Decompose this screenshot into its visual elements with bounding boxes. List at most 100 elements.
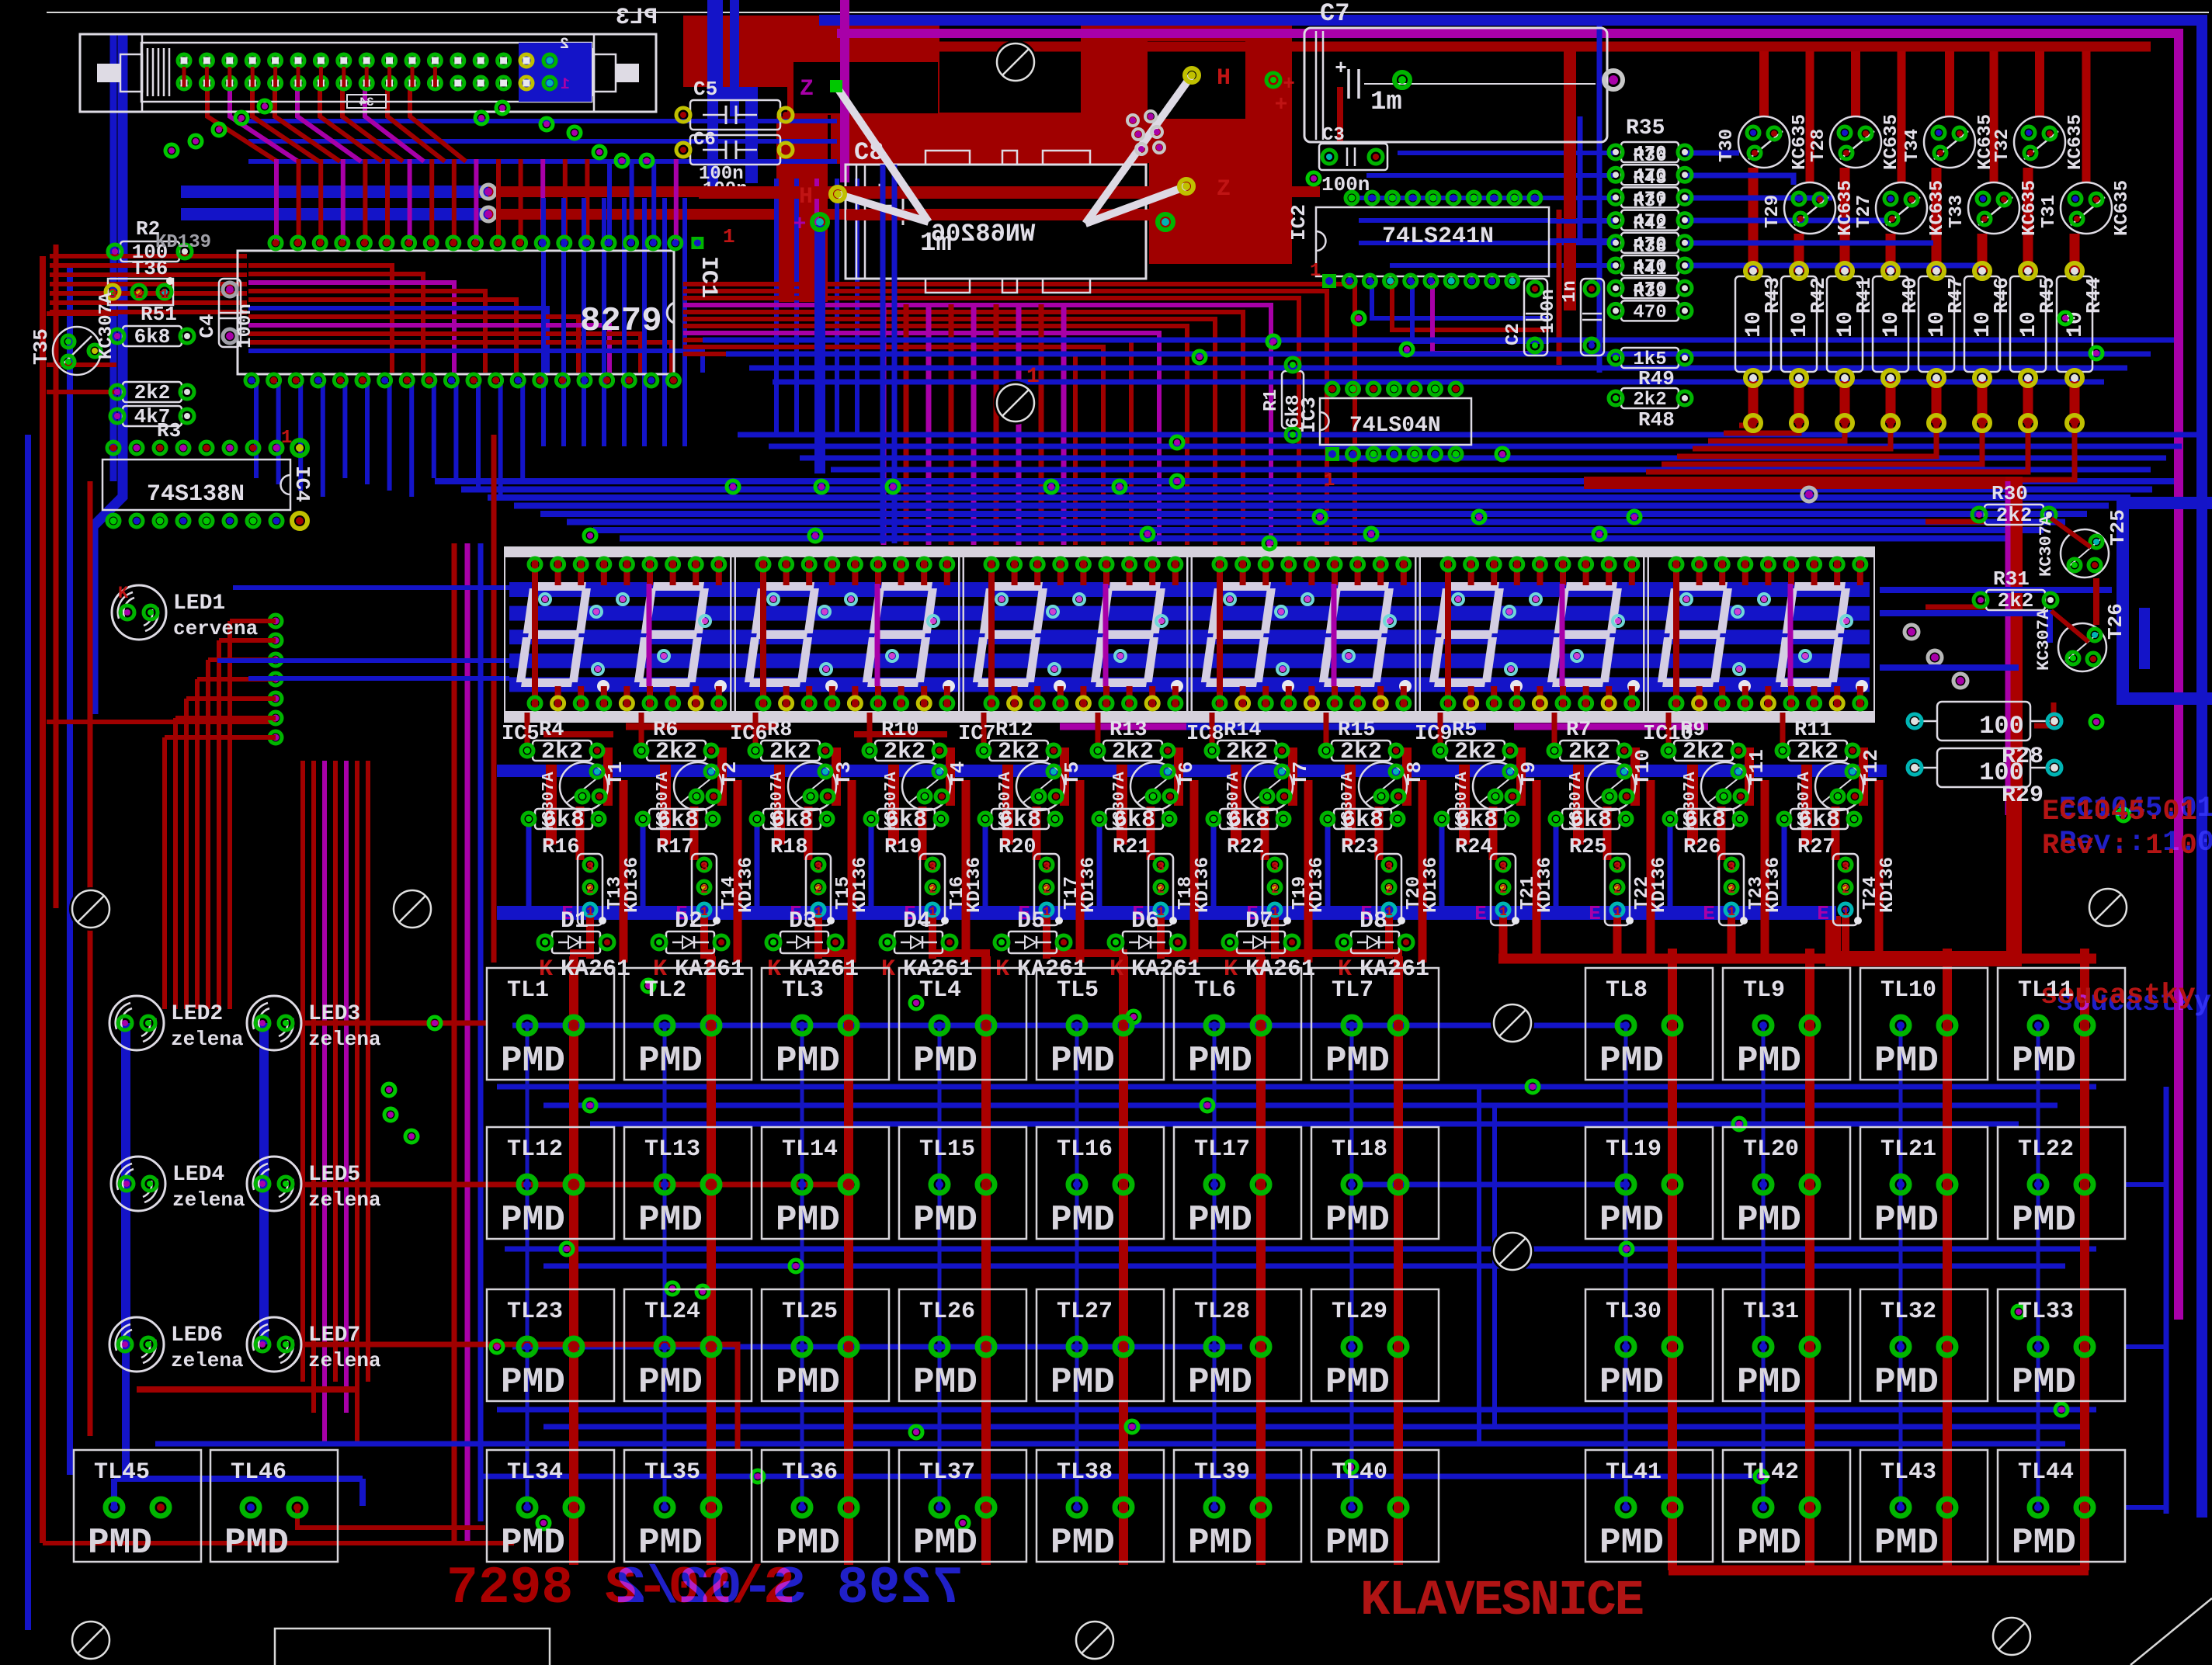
svg-text:KA261: KA261 xyxy=(1359,956,1429,983)
svg-text:T17: T17 xyxy=(1061,876,1082,910)
svg-text:T34: T34 xyxy=(1902,129,1923,162)
svg-text:2: 2 xyxy=(1043,883,1050,897)
svg-text:2: 2 xyxy=(1157,883,1165,897)
svg-text:PMD: PMD xyxy=(638,1362,703,1403)
svg-text:TL2: TL2 xyxy=(644,977,686,1004)
svg-text:3: 3 xyxy=(1728,860,1735,874)
svg-text:KD136: KD136 xyxy=(1078,857,1099,913)
svg-text:1: 1 xyxy=(1613,905,1621,919)
svg-text:6k8: 6k8 xyxy=(771,807,813,834)
svg-text:6k8: 6k8 xyxy=(134,325,171,349)
svg-text:PMD: PMD xyxy=(501,1200,565,1240)
svg-text:1: 1 xyxy=(700,905,708,919)
svg-text:2k2: 2k2 xyxy=(1682,739,1724,765)
svg-text:R13: R13 xyxy=(1109,719,1148,742)
svg-text:cervena: cervena xyxy=(173,617,258,640)
svg-text:LED2: LED2 xyxy=(171,1002,223,1026)
svg-text:PMD: PMD xyxy=(638,1523,703,1563)
svg-text:KD136: KD136 xyxy=(1649,857,1670,913)
svg-text:2k2: 2k2 xyxy=(1797,739,1839,765)
svg-text:T23: T23 xyxy=(1746,876,1767,910)
svg-text:PMD: PMD xyxy=(1188,1200,1252,1240)
svg-text:R11: R11 xyxy=(1794,719,1832,742)
svg-text:PMD: PMD xyxy=(913,1200,978,1240)
svg-text:R18: R18 xyxy=(770,836,808,859)
svg-text:KC307A: KC307A xyxy=(997,772,1015,831)
svg-text:2: 2 xyxy=(1385,883,1393,897)
svg-text:2k2: 2k2 xyxy=(1998,589,2034,612)
svg-text:PMD: PMD xyxy=(1737,1041,1801,1081)
svg-text:KC307A: KC307A xyxy=(1453,772,1471,831)
svg-text:3: 3 xyxy=(700,860,708,874)
svg-text:KC635: KC635 xyxy=(1927,180,1948,236)
svg-text:R3: R3 xyxy=(157,419,181,442)
svg-text:1: 1 xyxy=(1385,905,1393,919)
svg-text:TL38: TL38 xyxy=(1057,1459,1113,1486)
svg-text:TL10: TL10 xyxy=(1880,977,1936,1004)
svg-text:TL46: TL46 xyxy=(231,1459,286,1486)
svg-text:C5: C5 xyxy=(693,78,717,101)
svg-text:1: 1 xyxy=(929,905,936,919)
svg-text:100n: 100n xyxy=(235,304,256,349)
svg-text:+: + xyxy=(1283,72,1295,95)
svg-text:74LS241N: 74LS241N xyxy=(1382,224,1494,250)
svg-text:KA261: KA261 xyxy=(1245,956,1315,983)
svg-text:T36: T36 xyxy=(132,257,168,280)
svg-text:470: 470 xyxy=(1633,166,1666,187)
svg-text:KC635: KC635 xyxy=(2065,114,2086,170)
svg-text:TL7: TL7 xyxy=(1332,977,1373,1004)
svg-text:PMD: PMD xyxy=(1599,1200,1664,1240)
svg-text:IC7: IC7 xyxy=(958,723,996,746)
svg-text:R37: R37 xyxy=(1633,191,1666,212)
svg-text:LED4: LED4 xyxy=(172,1163,224,1187)
svg-text:TL28: TL28 xyxy=(1194,1299,1250,1325)
svg-text:KD136: KD136 xyxy=(850,857,871,913)
svg-text:TL20: TL20 xyxy=(1743,1136,1799,1163)
svg-text:E: E xyxy=(1817,902,1829,925)
svg-text:soucastky: soucastky xyxy=(2056,987,2211,1019)
svg-text:TL17: TL17 xyxy=(1194,1136,1250,1163)
svg-text:PMD: PMD xyxy=(776,1041,840,1081)
svg-text:PMD: PMD xyxy=(1874,1362,1939,1403)
svg-text:T9: T9 xyxy=(1517,761,1540,786)
svg-text:2: 2 xyxy=(929,883,936,897)
svg-text:TL30: TL30 xyxy=(1606,1299,1662,1325)
svg-text:TL1: TL1 xyxy=(507,977,549,1004)
svg-text:6k8: 6k8 xyxy=(543,807,585,834)
svg-text:KD139: KD139 xyxy=(155,232,211,253)
svg-text:E: E xyxy=(1474,902,1487,925)
svg-text:PMD: PMD xyxy=(776,1362,840,1403)
svg-text:KA261: KA261 xyxy=(1131,956,1201,983)
svg-text:10: 10 xyxy=(1971,311,1995,338)
svg-text:10: 10 xyxy=(1742,311,1766,338)
svg-text:PMD: PMD xyxy=(776,1200,840,1240)
svg-text:H: H xyxy=(799,184,813,210)
svg-text:1: 1 xyxy=(1157,905,1165,919)
svg-text:PMD: PMD xyxy=(1737,1362,1801,1403)
svg-text:KD136: KD136 xyxy=(622,857,643,913)
svg-text:T21: T21 xyxy=(1518,876,1539,910)
svg-text:R10: R10 xyxy=(881,719,919,742)
svg-text:TL33: TL33 xyxy=(2018,1299,2074,1325)
svg-text:T6: T6 xyxy=(1175,761,1198,786)
svg-text:TL23: TL23 xyxy=(507,1299,563,1325)
svg-text:R35: R35 xyxy=(1626,116,1665,140)
svg-text:2: 2 xyxy=(135,287,144,303)
svg-text:soucastky: soucastky xyxy=(2040,980,2196,1012)
svg-text:KC307A: KC307A xyxy=(96,292,117,359)
svg-text:K: K xyxy=(767,956,781,983)
svg-text:C3: C3 xyxy=(1322,125,1345,146)
svg-text:74LS04N: 74LS04N xyxy=(1349,414,1441,438)
svg-text:E: E xyxy=(1246,902,1259,925)
svg-text:T10: T10 xyxy=(1631,749,1655,786)
svg-text:3: 3 xyxy=(1271,860,1279,874)
svg-text:LED3: LED3 xyxy=(308,1002,360,1026)
svg-text:2k2: 2k2 xyxy=(1568,739,1610,765)
svg-text:R29: R29 xyxy=(2002,782,2044,809)
svg-text:3: 3 xyxy=(1043,860,1050,874)
svg-text:TL13: TL13 xyxy=(644,1136,700,1163)
svg-text:T4: T4 xyxy=(946,761,970,786)
svg-text:2k2: 2k2 xyxy=(134,381,171,404)
svg-text:R26: R26 xyxy=(1683,836,1721,859)
svg-text:3: 3 xyxy=(1385,860,1393,874)
